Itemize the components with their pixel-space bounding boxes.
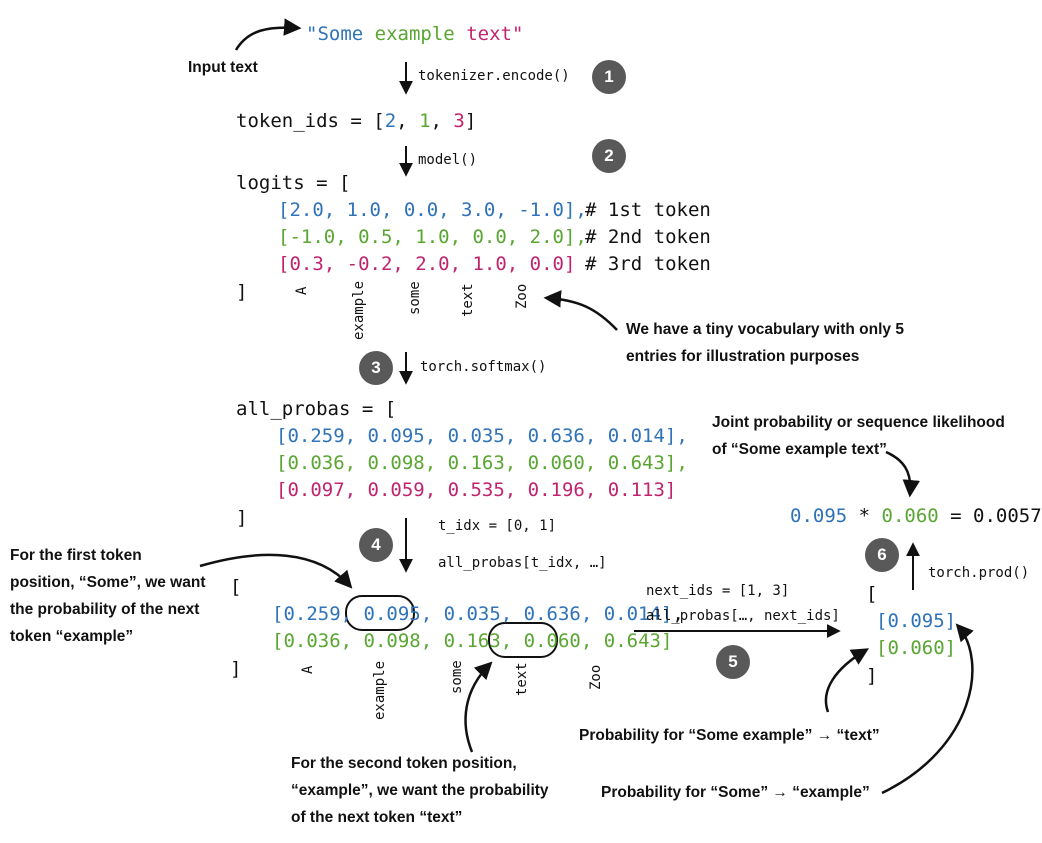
token-id-3: 3 xyxy=(453,110,465,132)
all-probas-row-3: [0.097, 0.059, 0.535, 0.196, 0.113] xyxy=(276,479,677,501)
result-value-2: [0.060] xyxy=(876,637,957,659)
prob-example-note: Probability for “Some” → “example” xyxy=(601,784,870,801)
step-5-badge: 5 xyxy=(716,645,750,679)
softmax-label: torch.softmax() xyxy=(420,359,547,375)
t-idx-label: t_idx = [0, 1] xyxy=(438,518,557,534)
prob-text-arrow xyxy=(824,648,870,713)
result-close: ] xyxy=(866,665,878,687)
logits-comment-3: # 3rd token xyxy=(585,253,711,275)
prod-label: torch.prod() xyxy=(928,565,1030,581)
vocab-label-a: A xyxy=(294,286,310,295)
all-probas-close: ] xyxy=(236,507,248,529)
vocab2-label-zoo: Zoo xyxy=(588,664,604,690)
result-value-1: [0.095] xyxy=(876,610,957,632)
step-2-badge: 2 xyxy=(592,139,626,173)
joint-equation: 0.095 * 0.060 = 0.0057 xyxy=(790,507,1042,526)
step-6-badge: 6 xyxy=(865,538,899,572)
input-word-some: Some xyxy=(317,23,364,45)
input-quote-close: " xyxy=(511,23,524,45)
selected-row-1: [0.259, 0.095, 0.035, 0.636, 0.014], xyxy=(272,605,684,624)
logits-close: ] xyxy=(236,281,248,303)
selected-close: ] xyxy=(230,658,242,680)
vocab-note: We have a tiny vocabulary with only 5 en… xyxy=(626,321,904,365)
selected-r2-c: 0.643] xyxy=(592,630,673,652)
step-4-badge: 4 xyxy=(359,528,393,562)
vocab2-label-text: text xyxy=(514,662,530,696)
selected-r1-c: 0.035, 0.636, 0.014] xyxy=(432,603,673,625)
vocab2-label-a: A xyxy=(300,665,316,674)
selected-r1-comma: , xyxy=(672,603,684,625)
logits-comment-1: # 1st token xyxy=(585,199,711,221)
selected-r2-a: [0.036, 0.098, 0.163, xyxy=(272,630,524,652)
all-probas-row-2: [0.036, 0.098, 0.163, 0.060, 0.643], xyxy=(276,452,688,474)
first-token-note: For the first token position, “Some”, we… xyxy=(10,547,206,645)
prob-example-arrow xyxy=(881,623,974,795)
vocab-label-some: some xyxy=(407,281,423,315)
joint-times: * xyxy=(847,505,882,527)
joint-b: 0.060 xyxy=(881,505,939,527)
input-text-arrow xyxy=(234,18,302,51)
next-ids-label: next_ids = [1, 3] xyxy=(646,583,790,599)
token-ids-suffix: ] xyxy=(464,110,477,132)
input-text: "Some example text" xyxy=(306,25,523,44)
token-ids-line: token_ids = [2, 1, 3] xyxy=(236,112,476,131)
first-token-arrow xyxy=(199,553,353,589)
logits-comment-2: # 2nd token xyxy=(585,226,711,248)
all-probas-next-label: all_probas[…, next_ids] xyxy=(646,608,840,624)
token-id-1: 2 xyxy=(384,110,397,132)
joint-note-arrow xyxy=(885,450,920,498)
input-quote-open: " xyxy=(306,23,318,45)
vocab-label-example: example xyxy=(351,280,367,340)
model-label: model() xyxy=(418,152,478,168)
second-token-arrow xyxy=(464,661,493,753)
token-id-2: 1 xyxy=(419,110,431,132)
result-open: [ xyxy=(866,583,878,605)
token-ids-sep1: , xyxy=(396,110,420,132)
selected-r1-a: [0.259, xyxy=(272,603,364,625)
joint-note: Joint probability or sequence likelihood… xyxy=(712,414,1005,458)
input-word-example: example xyxy=(374,23,455,45)
prob-text-note: Probability for “Some example” → “text” xyxy=(579,727,880,744)
logits-row-3: [0.3, -0.2, 2.0, 1.0, 0.0] xyxy=(278,253,576,275)
selected-row-2: [0.036, 0.098, 0.163, 0.060, 0.643] xyxy=(272,632,672,651)
logits-open: logits = [ xyxy=(236,172,351,194)
second-token-note: For the second token position, “example”… xyxy=(291,755,549,826)
vocab2-label-some: some xyxy=(449,660,465,694)
input-text-caption: Input text xyxy=(188,59,258,76)
selected-value-0095: 0.095, xyxy=(363,603,433,625)
all-probas-index-label: all_probas[t_idx, …] xyxy=(438,555,607,571)
step-3-badge: 3 xyxy=(359,351,393,385)
token-ids-prefix: token_ids = [ xyxy=(236,110,385,132)
selected-open: [ xyxy=(230,576,242,598)
step-1-badge: 1 xyxy=(592,60,626,94)
vocab2-label-example: example xyxy=(372,660,388,720)
highlight-0095 xyxy=(345,595,415,631)
logits-row-1: [2.0, 1.0, 0.0, 3.0, -1.0], xyxy=(278,199,587,221)
selected-value-0060: 0.060, xyxy=(523,630,593,652)
vocab-label-zoo: Zoo xyxy=(514,283,530,309)
encode-label: tokenizer.encode() xyxy=(418,68,570,84)
logits-row-2: [-1.0, 0.5, 1.0, 0.0, 2.0], xyxy=(278,226,587,248)
highlight-0060 xyxy=(488,622,558,658)
joint-eq: = 0.0057 xyxy=(938,505,1042,527)
vocab-label-text: text xyxy=(460,283,476,317)
token-ids-sep2: , xyxy=(430,110,454,132)
all-probas-row-1: [0.259, 0.095, 0.035, 0.636, 0.014], xyxy=(276,425,688,447)
all-probas-open: all_probas = [ xyxy=(236,398,397,420)
vocab-note-arrow xyxy=(543,290,618,331)
input-word-text: text xyxy=(466,23,512,45)
joint-a: 0.095 xyxy=(790,505,848,527)
